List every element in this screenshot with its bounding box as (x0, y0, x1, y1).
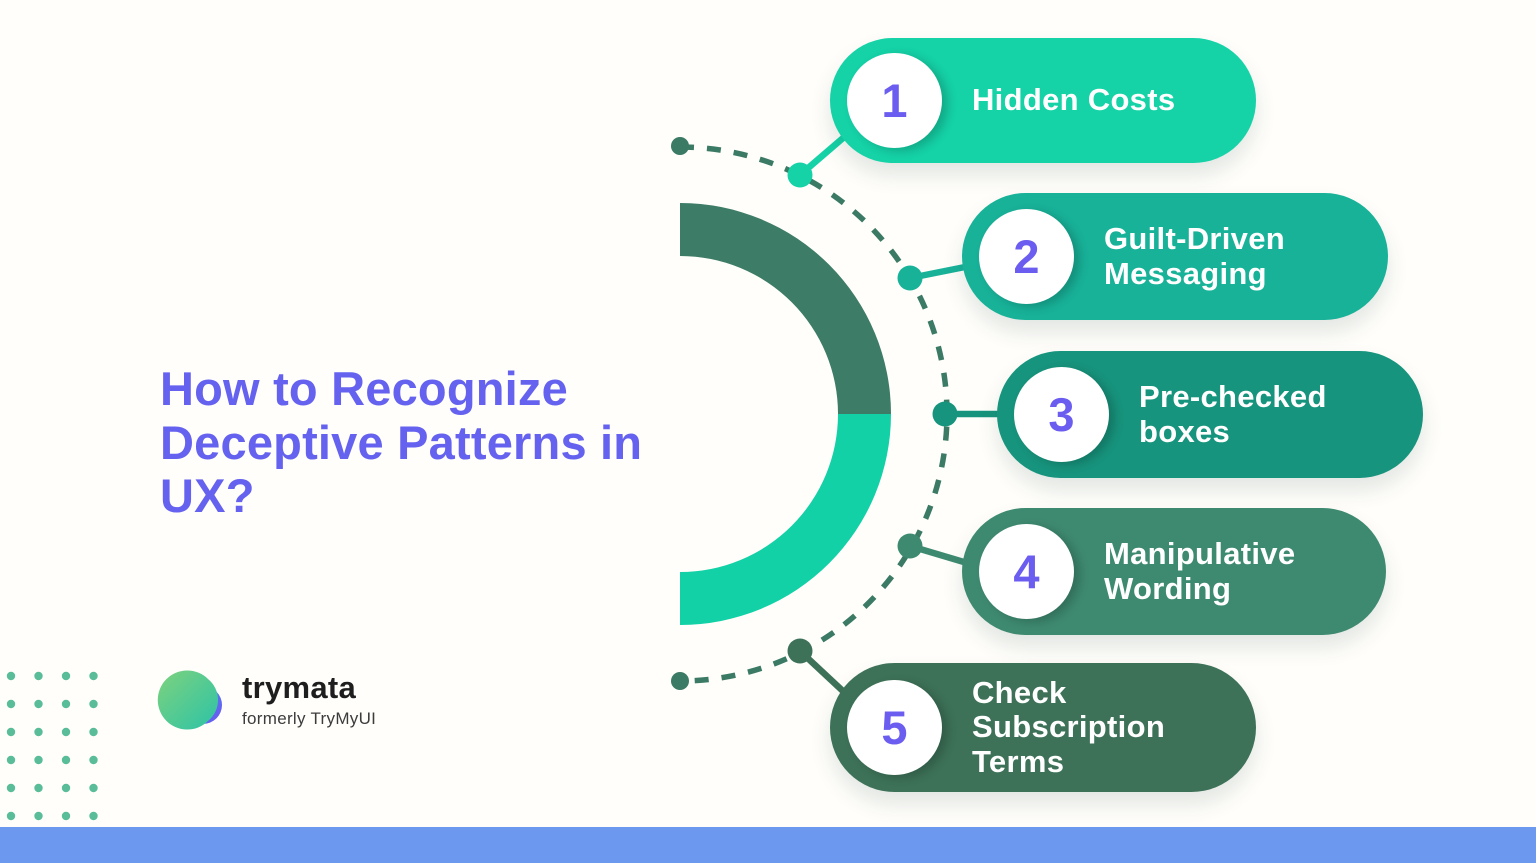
connector-dot-1 (787, 162, 813, 188)
step-pill-1: 1 Hidden Costs (830, 38, 1256, 163)
step-number: 3 (1048, 388, 1075, 441)
step-number-circle: 1 (847, 53, 942, 148)
step-number: 5 (881, 701, 908, 754)
step-number-circle: 5 (847, 680, 942, 775)
step-label: Hidden Costs (972, 82, 1176, 118)
step-number: 2 (1013, 230, 1040, 283)
connector-dot-3 (932, 401, 958, 427)
step-pill-3: 3 Pre-checked boxes (997, 351, 1423, 478)
step-number: 1 (881, 74, 908, 127)
brand-name: trymata (242, 669, 357, 705)
footer-accent-bar (0, 827, 1536, 863)
half-donut-dark-segment (680, 203, 891, 414)
connector-dot-5 (787, 638, 813, 664)
page-title: How to Recognize Deceptive Patterns in U… (160, 362, 643, 522)
half-donut-bright-segment (680, 414, 891, 625)
brand-tagline: formerly TryMyUI (242, 708, 377, 728)
step-pill-5: 5 Check Subscription Terms (830, 663, 1256, 792)
step-number-circle: 2 (979, 209, 1074, 304)
step-pill-2: 2 Guilt-Driven Messaging (962, 193, 1388, 320)
step-number-circle: 4 (979, 524, 1074, 619)
connector-dot-4 (897, 533, 923, 559)
connector-dot-2 (897, 265, 923, 291)
arc-endpoint-dot-top (671, 137, 689, 155)
dot-grid-decoration (6, 671, 98, 821)
step-label: Manipulative Wording (1104, 536, 1296, 606)
brand-logo: trymata formerly TryMyUI (157, 666, 376, 732)
arc-endpoint-dot-bottom (671, 672, 689, 690)
step-label: Guilt-Driven Messaging (1104, 221, 1286, 291)
step-number-circle: 3 (1014, 367, 1109, 462)
trymata-leaf-icon (157, 670, 222, 730)
step-label: Pre-checked boxes (1139, 379, 1327, 449)
step-label: Check Subscription Terms (972, 675, 1166, 779)
step-number: 4 (1013, 545, 1040, 598)
step-pill-4: 4 Manipulative Wording (962, 508, 1386, 635)
